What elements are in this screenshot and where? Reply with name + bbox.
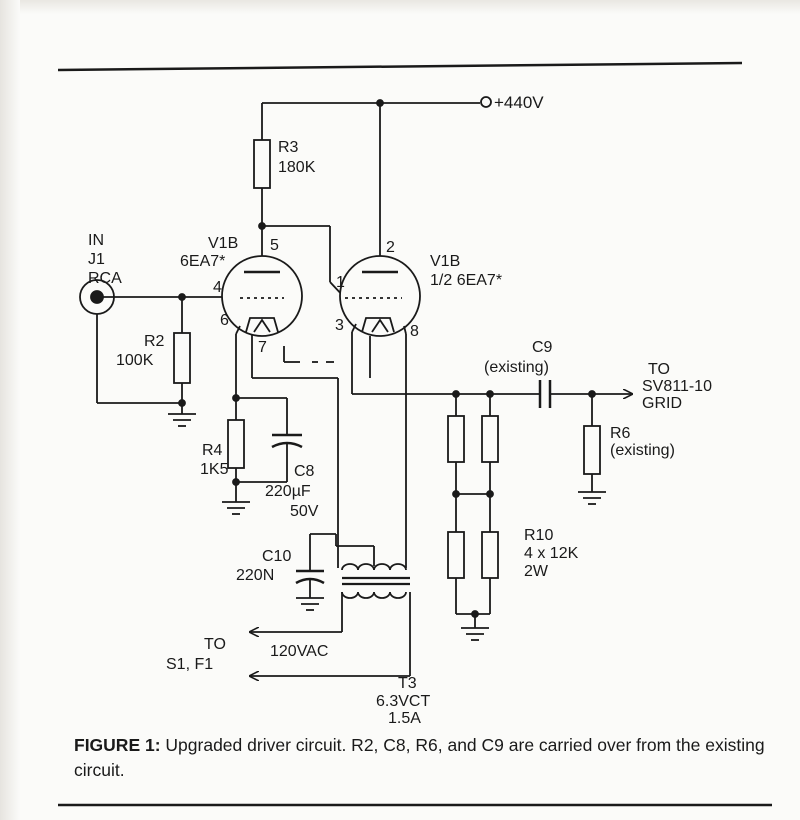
tube-v1b-right [339,255,421,337]
pin-6: 6 [220,312,229,329]
c9-note: (existing) [484,359,549,376]
mains-voltage: 120VAC [270,643,328,660]
c8-ref: C8 [294,463,315,480]
capacitor-c9 [538,380,552,408]
t3-rating: 6.3VCT [376,693,430,710]
pin-8: 8 [410,323,419,340]
supply-label: +440V [494,93,544,112]
heater-wiring [251,325,407,568]
scan-shadow-top [0,0,800,14]
ground-r6 [578,491,606,505]
capacitor-c10 [295,569,325,585]
c10-value: 220N [236,567,274,584]
r6-ref: R6 [610,425,631,442]
pin-7: 7 [258,339,267,356]
scan-shadow-left [0,0,20,820]
c9-ref: C9 [532,339,553,356]
ground-r4 [222,501,250,515]
in-label: IN [88,232,104,249]
j1-label: J1 [88,251,105,268]
output-dest: SV811-10 [642,378,712,395]
mains-to: TO [204,636,226,653]
mains-dest: S1, F1 [166,656,213,673]
output-to: TO [648,361,670,378]
ground-c10 [296,597,324,611]
pin-4: 4 [213,279,222,296]
resistor-r6 [583,425,601,475]
figure-caption-text: Upgraded driver circuit. R2, C8, R6, and… [74,735,765,780]
rca-label: RCA [88,270,122,287]
tube-v1b-left [221,255,303,337]
resistor-network-r10 [447,394,499,628]
resistor-r3 [253,139,271,189]
resistor-r4 [227,419,245,469]
capacitor-c8 [271,433,303,449]
pin-2: 2 [386,239,395,256]
v1b-right-type: 1/2 6EA7* [430,272,502,289]
transformer-t3 [335,534,411,676]
pin-1: 1 [336,274,345,291]
input-rca-jack [79,279,222,404]
r3-value: 180K [278,159,316,176]
c8-value: 220µF [265,483,311,500]
t3-current: 1.5A [388,710,421,727]
v1b-left-ref: V1B [208,235,238,252]
supply-rail [261,96,492,258]
pin-3: 3 [335,317,344,334]
r2-value: 100K [116,352,154,369]
r6-note: (existing) [610,442,675,459]
c8-voltage: 50V [290,503,319,520]
r4-ref: R4 [202,442,223,459]
r10-ref: R10 [524,527,553,544]
figure-caption: FIGURE 1: Upgraded driver circuit. R2, C… [74,733,774,783]
top-rule [57,61,743,72]
wire-left-cathode [235,325,241,335]
c10-ref: C10 [262,548,291,565]
figure-label: FIGURE 1: [74,735,161,755]
resistor-r2 [173,332,191,384]
pin-5: 5 [270,237,279,254]
ground-r2 [168,413,196,427]
r4-value: 1K5 [200,461,229,478]
v1b-left-type: 6EA7* [180,253,225,270]
r10-value: 4 x 12K [524,545,579,562]
r2-ref: R2 [144,333,165,350]
output-pin: GRID [642,395,682,412]
r10-power: 2W [524,563,549,580]
v1b-right-ref: V1B [430,253,460,270]
t3-ref: T3 [398,675,417,692]
r3-ref: R3 [278,139,299,156]
ground-r10 [461,627,489,641]
